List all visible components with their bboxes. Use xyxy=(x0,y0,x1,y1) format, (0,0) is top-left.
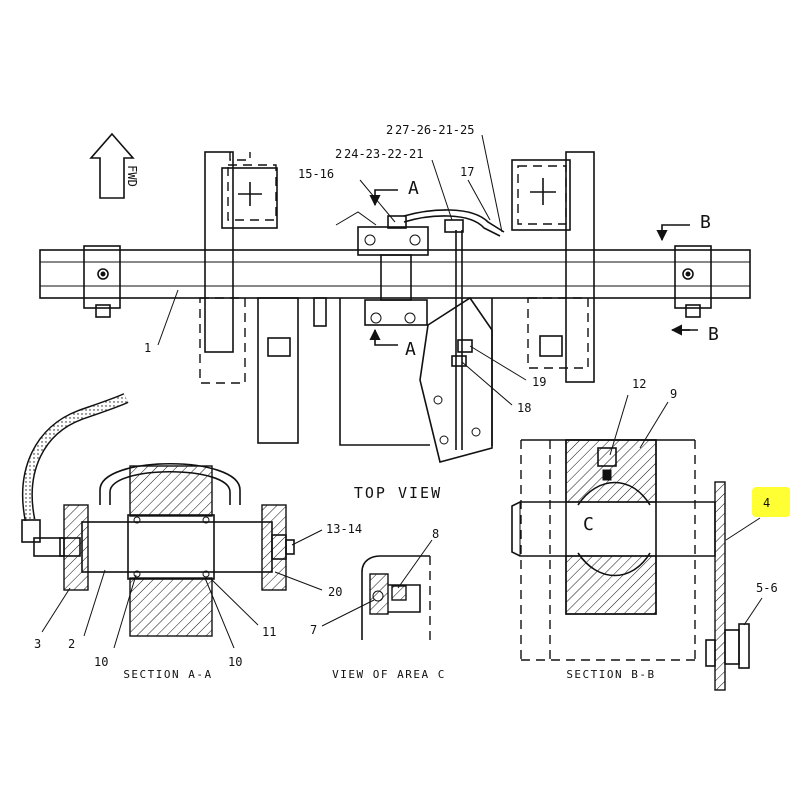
callout-27-26-21-25: 2 27-26-21-25 xyxy=(386,123,503,233)
svg-text:13-14: 13-14 xyxy=(326,522,362,536)
highlight-box xyxy=(752,487,790,517)
svg-text:B: B xyxy=(708,324,719,345)
callout-8: 8 xyxy=(397,527,439,589)
section-b-b-drawing xyxy=(511,439,750,691)
top-view-assembly xyxy=(39,151,751,463)
svg-text:1: 1 xyxy=(144,341,151,355)
svg-text:18: 18 xyxy=(517,401,531,415)
callout-3: 3 xyxy=(34,587,71,651)
callout-18: 18 xyxy=(461,361,531,415)
area-c-drawing xyxy=(361,555,431,640)
svg-text:2: 2 xyxy=(386,123,393,137)
svg-text:3: 3 xyxy=(34,637,41,651)
section-b-b-title: SECTION B-B xyxy=(566,668,655,681)
callout-19: 19 xyxy=(469,345,546,389)
fwd-label: FWD xyxy=(125,165,139,187)
svg-text:8: 8 xyxy=(432,527,439,541)
callout-5-6: 5-6 xyxy=(743,581,778,626)
callout-2: 2 xyxy=(68,569,106,651)
callout-11: 11 xyxy=(209,577,276,639)
top-view-title: TOP VIEW xyxy=(354,484,442,502)
svg-text:7: 7 xyxy=(310,623,317,637)
svg-text:19: 19 xyxy=(532,375,546,389)
callout-15-16: 15-16 xyxy=(298,167,396,223)
svg-text:4: 4 xyxy=(763,496,770,510)
section-marker-c: C xyxy=(583,514,594,535)
svg-text:15-16: 15-16 xyxy=(298,167,334,181)
callout-24-23-22-21: 2 24-23-22-21 xyxy=(335,147,453,221)
callout-4-highlighted[interactable]: 4 xyxy=(725,487,790,541)
section-a-a-drawing xyxy=(21,393,295,637)
svg-text:10: 10 xyxy=(94,655,108,669)
svg-text:11: 11 xyxy=(262,625,276,639)
section-marker-b-top: B xyxy=(656,212,711,242)
svg-text:2: 2 xyxy=(68,637,75,651)
callout-12: 12 xyxy=(609,377,646,456)
callout-10-right: 10 xyxy=(204,577,242,669)
svg-text:5-6: 5-6 xyxy=(756,581,778,595)
svg-text:12: 12 xyxy=(632,377,646,391)
svg-text:24-23-22-21: 24-23-22-21 xyxy=(344,147,423,161)
callout-10-left: 10 xyxy=(94,574,137,669)
svg-text:2: 2 xyxy=(335,147,342,161)
callout-17: 17 xyxy=(460,165,491,221)
section-marker-a-bottom: A xyxy=(369,328,416,360)
svg-text:17: 17 xyxy=(460,165,474,179)
callout-9: 9 xyxy=(639,387,677,449)
svg-text:27-26-21-25: 27-26-21-25 xyxy=(395,123,474,137)
section-marker-b-bottom: B xyxy=(670,324,719,345)
callout-13-14: 13-14 xyxy=(291,522,362,546)
section-marker-a-top: A xyxy=(369,178,419,207)
svg-text:20: 20 xyxy=(328,585,342,599)
svg-text:B: B xyxy=(700,212,711,233)
fwd-arrow-icon: FWD xyxy=(89,132,139,199)
svg-text:A: A xyxy=(408,178,419,199)
area-c-title: VIEW OF AREA C xyxy=(332,668,446,681)
callout-7: 7 xyxy=(310,599,375,637)
svg-text:9: 9 xyxy=(670,387,677,401)
svg-text:A: A xyxy=(405,339,416,360)
callout-1: 1 xyxy=(144,289,179,355)
callout-20: 20 xyxy=(274,571,342,599)
svg-text:10: 10 xyxy=(228,655,242,669)
section-a-a-title: SECTION A-A xyxy=(123,668,212,681)
